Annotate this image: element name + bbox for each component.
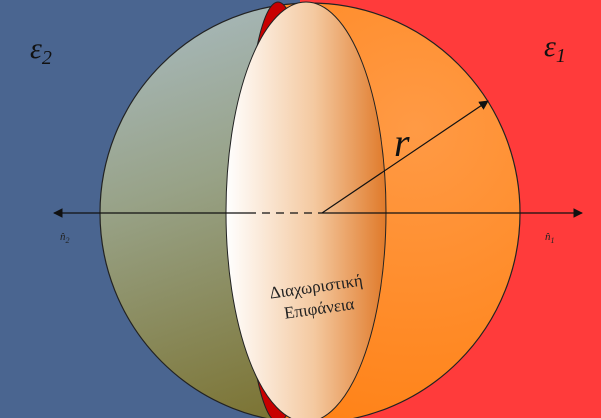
label-epsilon-1: ε1 (544, 30, 566, 67)
radius-arrow (321, 100, 489, 214)
label-normal-2: n̂2 (60, 231, 70, 245)
label-normal-1: n̂1 (545, 231, 555, 245)
interface-surface (225, 1, 387, 418)
label-epsilon-2: ε2 (30, 32, 52, 69)
interface-face (225, 1, 387, 418)
label-radius: r (394, 120, 410, 165)
